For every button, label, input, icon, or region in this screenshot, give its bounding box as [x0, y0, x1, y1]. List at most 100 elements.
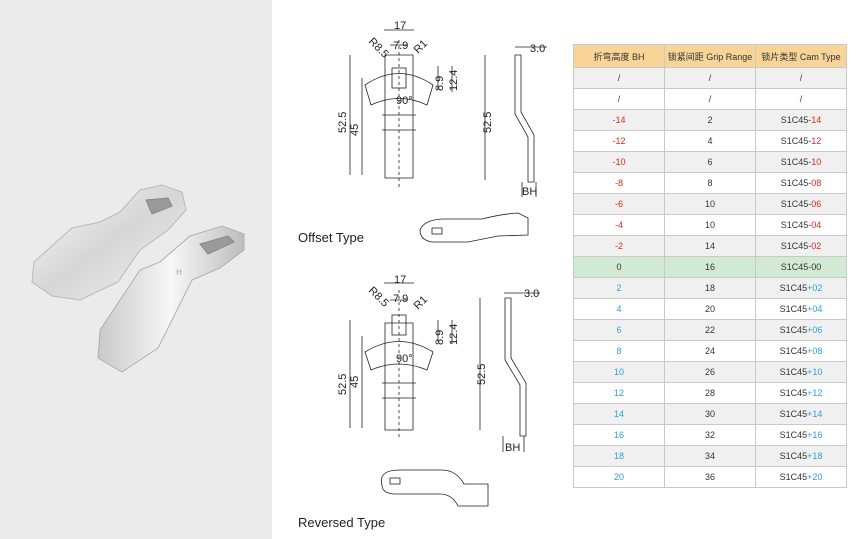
table-row: /// [573, 88, 847, 110]
dim-d2: 12.4 [448, 70, 460, 91]
cam-type-base: S1C45 [779, 304, 808, 314]
cell-bh: / [573, 88, 665, 110]
cell-cam-type: S1C45+14 [755, 403, 847, 425]
dim-bh: BH [522, 186, 537, 198]
cell-cam-type: S1C45+20 [755, 466, 847, 488]
cell-grip-range: 24 [664, 340, 756, 362]
cam-type-base: S1C45 [779, 409, 808, 419]
cell-bh: -6 [573, 193, 665, 215]
dim-radius-small-reversed: R1 [412, 294, 430, 312]
cell-grip-range: 2 [664, 109, 756, 131]
cell-bh: 10 [573, 361, 665, 383]
cell-grip-range: 32 [664, 424, 756, 446]
cam-type-suffix: 10 [811, 157, 822, 167]
cell-grip-range: 18 [664, 277, 756, 299]
product-photo: H [0, 0, 272, 539]
reversed-side-outline [504, 297, 527, 437]
cell-cam-type: S1C45-00 [755, 256, 847, 278]
cam-front-shape: H [97, 225, 245, 373]
dim-radius-small: R1 [412, 38, 430, 56]
dim-thickness-reversed: 3.0 [524, 288, 539, 300]
reversed-3d-sketch [381, 469, 489, 507]
cell-grip-range: 20 [664, 298, 756, 320]
cam-type-base: S1C45 [779, 472, 808, 482]
cell-bh: -14 [573, 109, 665, 131]
cell-bh: -8 [573, 172, 665, 194]
cell-bh: 20 [573, 466, 665, 488]
cam-type-suffix: +16 [807, 430, 823, 440]
cell-grip-range: 30 [664, 403, 756, 425]
table-row: /// [573, 67, 847, 89]
cell-grip-range: 14 [664, 235, 756, 257]
cell-grip-range: 28 [664, 382, 756, 404]
cell-bh: -4 [573, 214, 665, 236]
offset-side-outline [514, 54, 535, 183]
dim-bh-reversed: BH [505, 442, 520, 454]
offset-type-label: Offset Type [298, 230, 365, 245]
cell-cam-type: S1C45-06 [755, 193, 847, 215]
dim-total: 52.5 [337, 112, 349, 133]
cam-type-base: / [799, 94, 803, 104]
cam-type-suffix: +12 [807, 388, 823, 398]
header-bh: 折弯高度 BH [573, 44, 665, 68]
dim-radius-large-reversed: R8.5 [366, 285, 391, 310]
cell-grip-range: / [664, 67, 756, 89]
reversed-type-label: Reversed Type [298, 515, 386, 530]
dim-angle: 90° [396, 95, 413, 107]
cell-grip-range: 16 [664, 256, 756, 278]
cell-cam-type: S1C45+08 [755, 340, 847, 362]
cell-cam-type: S1C45+16 [755, 424, 847, 446]
dim-d1-reversed: 8.9 [434, 330, 446, 345]
cell-cam-type: S1C45-08 [755, 172, 847, 194]
dim-slot: 7.9 [393, 40, 408, 52]
cell-cam-type: S1C45-10 [755, 151, 847, 173]
cell-grip-range: 8 [664, 172, 756, 194]
dim-radius-large: R8.5 [366, 36, 391, 61]
cam-back-shape [31, 184, 187, 301]
cell-bh: 0 [573, 256, 665, 278]
cam-type-suffix: +10 [807, 367, 823, 377]
cam-spec-table: 折弯高度 BH 锁紧间距 Grip Range 锁片类型 Cam Type //… [573, 44, 847, 488]
cam-type-base: S1C45 [779, 325, 808, 335]
cam-mark: H [176, 268, 182, 277]
cam-type-base: S1C45- [780, 115, 812, 125]
cell-bh: 2 [573, 277, 665, 299]
cell-bh: -2 [573, 235, 665, 257]
header-grip-range: 锁紧间距 Grip Range [664, 44, 756, 68]
cell-cam-type: S1C45-12 [755, 130, 847, 152]
cam-type-suffix: +02 [807, 283, 823, 293]
cell-bh: 4 [573, 298, 665, 320]
dim-d1: 8.9 [434, 76, 446, 91]
cell-grip-range: 22 [664, 319, 756, 341]
cell-bh: -10 [573, 151, 665, 173]
cell-cam-type: S1C45+04 [755, 298, 847, 320]
cam-type-suffix: 04 [811, 220, 822, 230]
cam-type-suffix: +08 [807, 346, 823, 356]
cam-type-suffix: 02 [811, 241, 822, 251]
cam-type-suffix: +04 [807, 304, 823, 314]
cam-type-suffix: +20 [807, 472, 823, 482]
cell-grip-range: 26 [664, 361, 756, 383]
cam-photo-illustration: H [31, 184, 245, 373]
cell-cam-type: S1C45+18 [755, 445, 847, 467]
reversed-front-outline [384, 322, 414, 431]
cam-type-suffix: +14 [807, 409, 823, 419]
cell-bh: 16 [573, 424, 665, 446]
cell-bh: 8 [573, 340, 665, 362]
cam-type-base: S1C45- [780, 157, 812, 167]
dim-side-total-reversed: 52.5 [476, 364, 488, 385]
cell-grip-range: 34 [664, 445, 756, 467]
cam-type-base: S1C45- [780, 178, 812, 188]
